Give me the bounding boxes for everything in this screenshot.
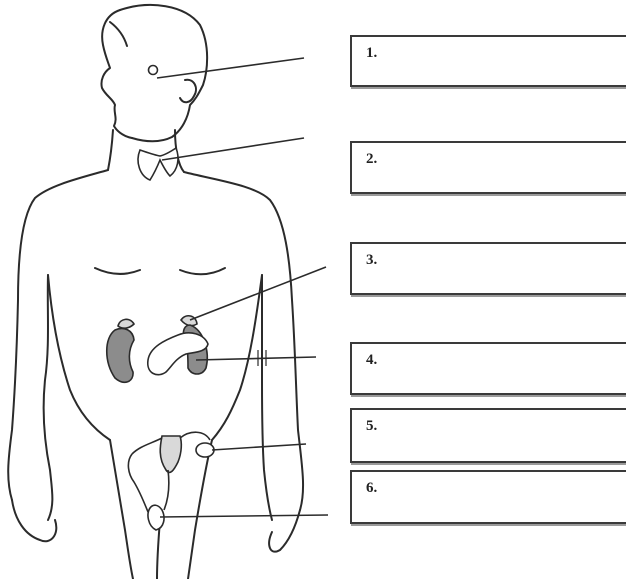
- answer-number-5: 5.: [366, 418, 377, 435]
- adrenal-gland-left: [118, 319, 134, 328]
- answer-number-3: 3.: [366, 252, 377, 269]
- answer-number-1: 1.: [366, 45, 377, 62]
- kidney-left: [107, 328, 134, 382]
- fallopian-tube-left: [132, 438, 162, 454]
- answer-number-6: 6.: [366, 480, 377, 497]
- leader-line-4: [196, 357, 316, 360]
- ovary-right: [196, 443, 214, 457]
- answer-number-4: 4.: [366, 352, 377, 369]
- reproductive-duct: [128, 454, 148, 512]
- pituitary-gland: [149, 66, 158, 75]
- adrenal-gland-right: [181, 316, 197, 326]
- answer-box-4[interactable]: 4.: [350, 342, 626, 395]
- leader-line-5: [212, 444, 306, 450]
- uterus: [160, 436, 181, 472]
- leader-line-3: [190, 267, 326, 320]
- answer-box-2[interactable]: 2.: [350, 141, 626, 194]
- answer-box-6[interactable]: 6.: [350, 470, 626, 524]
- leader-line-2: [162, 138, 304, 160]
- spermatic-cord: [164, 470, 169, 510]
- fallopian-tube-right: [180, 432, 210, 440]
- leader-line-1: [157, 58, 304, 78]
- body-outline: [8, 5, 303, 579]
- answer-number-2: 2.: [366, 151, 377, 168]
- answer-box-1[interactable]: 1.: [350, 35, 626, 87]
- answer-box-5[interactable]: 5.: [350, 408, 626, 463]
- thyroid-gland: [138, 148, 178, 180]
- leader-line-6: [160, 515, 328, 517]
- answer-box-3[interactable]: 3.: [350, 242, 626, 295]
